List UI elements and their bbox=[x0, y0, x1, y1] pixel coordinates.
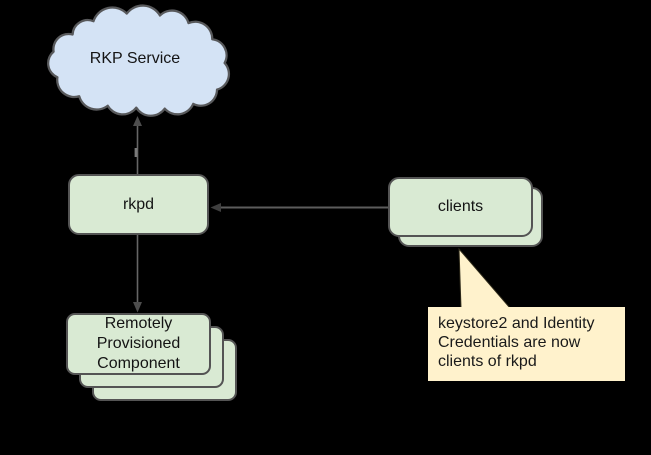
callout: keystore2 and Identity Credentials are n… bbox=[428, 307, 625, 381]
arrow-rkpd-to-rkp-service bbox=[133, 116, 142, 174]
arrow-rkpd-to-rpc bbox=[133, 235, 142, 313]
rkp-service-label: RKP Service bbox=[89, 50, 181, 67]
arrowhead-up-icon bbox=[133, 116, 142, 126]
arrow-mid-tick bbox=[134, 148, 138, 157]
clients-node: clients bbox=[388, 177, 533, 237]
rkp-service-cloud-shape bbox=[47, 4, 231, 117]
rpc-label: Remotely Provisioned Component bbox=[68, 315, 209, 373]
clients-label: clients bbox=[437, 198, 484, 215]
callout-tail bbox=[458, 247, 512, 309]
rkpd-label: rkpd bbox=[122, 195, 155, 213]
callout-text: keystore2 and Identity Credentials are n… bbox=[438, 315, 595, 370]
arrowhead-down-icon bbox=[133, 302, 142, 313]
arrowhead-left-icon bbox=[210, 203, 221, 212]
arrow-clients-to-rkpd bbox=[210, 203, 388, 212]
rpc-node: Remotely Provisioned Component bbox=[66, 313, 211, 375]
rkpd-node: rkpd bbox=[68, 174, 209, 235]
rpc-label-text: Remotely Provisioned Component bbox=[96, 315, 181, 372]
